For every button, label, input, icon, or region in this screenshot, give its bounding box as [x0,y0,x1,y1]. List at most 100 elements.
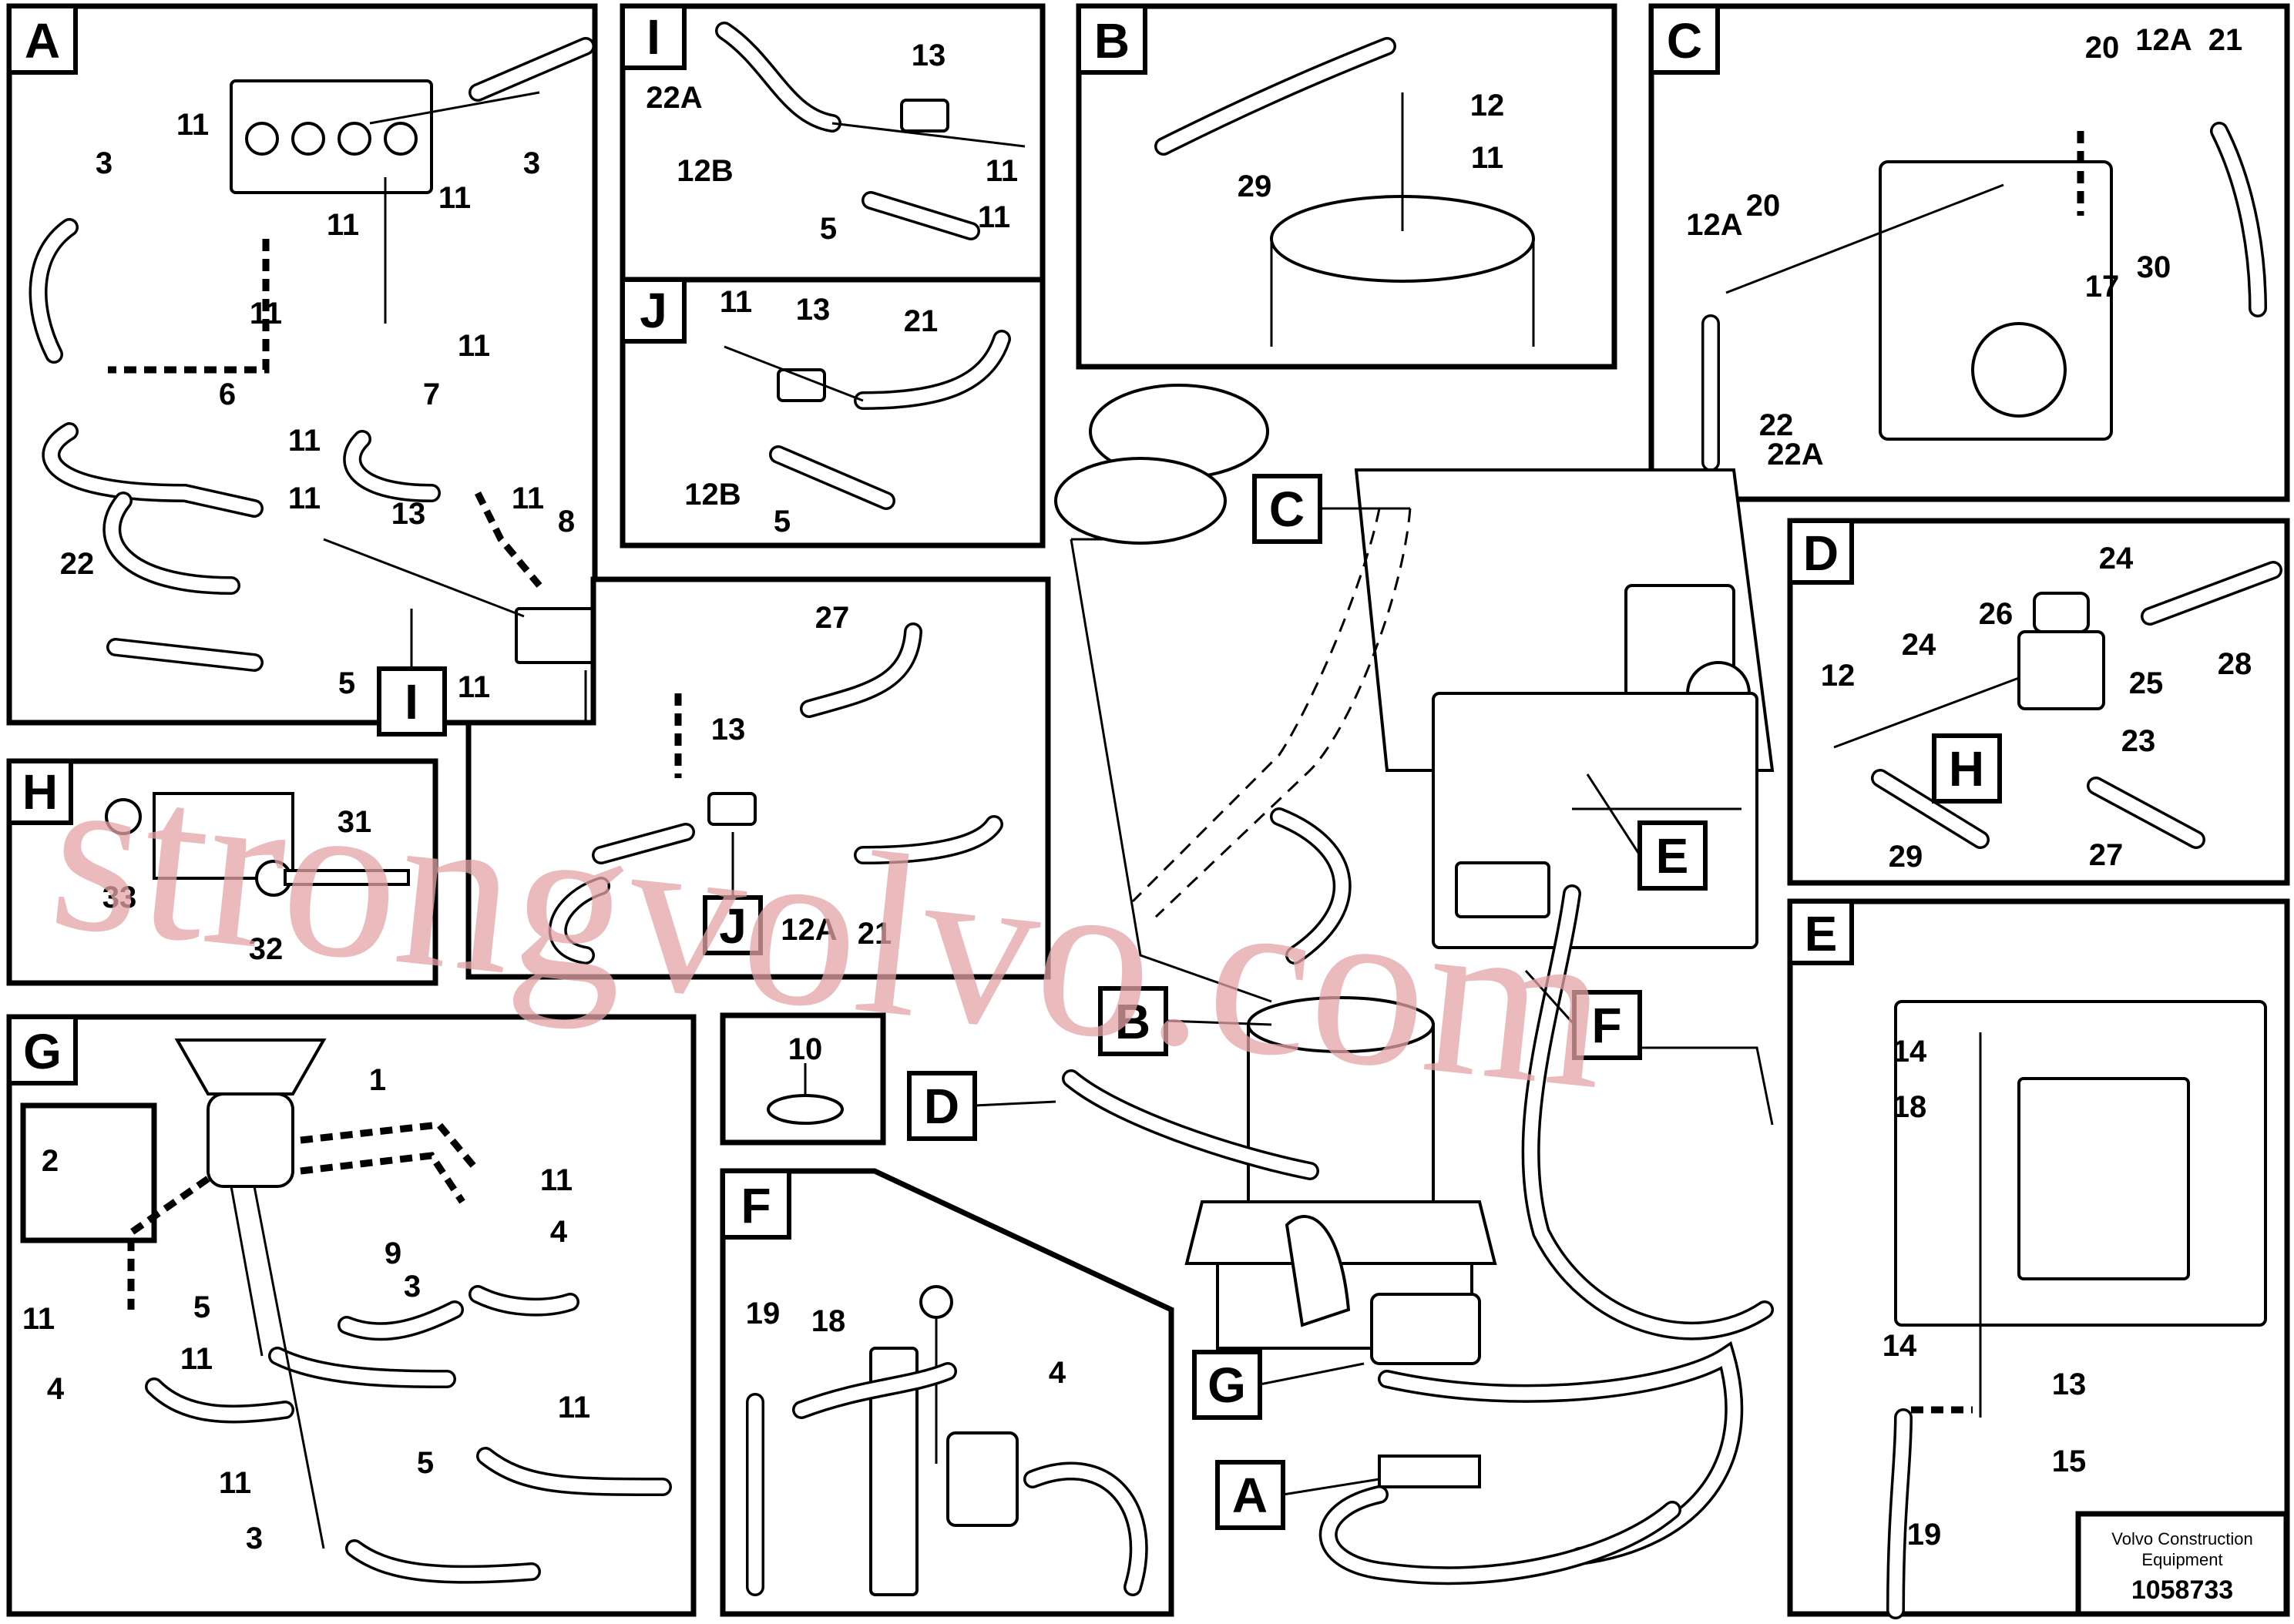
panel-i-label: I [647,9,660,65]
callout: 21 [858,917,892,951]
panel-h: H 31 33 32 [6,758,438,986]
callout: 27 [815,601,850,635]
callout: 12A [781,913,837,947]
panel-b: B 12 11 29 [1076,3,1617,370]
callout: 13 [391,497,426,531]
panel-f-label: F [741,1178,771,1233]
panel-e-label: E [1805,906,1838,961]
callout: 11 [720,285,752,319]
callout: 27 [2089,838,2124,872]
callout: 3 [523,146,540,180]
callout: 3 [96,146,113,180]
callout: 11 [1471,141,1503,175]
callout: 21 [904,304,939,338]
callout: 8 [558,505,575,539]
panel-c: C 20 12A 21 12A 20 17 30 22 22A [1648,3,2290,502]
callout: 11 [180,1342,213,1376]
tag-g: G [1192,1350,1365,1420]
callout: 11 [250,297,282,331]
svg-text:C: C [1269,481,1305,537]
callout: 11 [558,1391,590,1424]
callout: 12 [1470,89,1505,122]
callout: 6 [219,377,236,411]
callout: 11 [219,1466,251,1500]
footer-company-2: Equipment [2141,1550,2222,1569]
svg-text:A: A [1232,1468,1268,1523]
callout: 13 [711,713,746,747]
callout: 30 [2137,250,2171,284]
callout: 4 [47,1372,65,1406]
callout: 22A [646,81,702,115]
footer-company: Volvo Construction [2111,1529,2252,1549]
callout: 24 [2099,542,2134,575]
panel-a-label: A [25,13,60,69]
svg-text:J: J [719,898,747,954]
panel-g-label: G [23,1024,62,1079]
callout: 11 [176,108,209,142]
callout: 18 [1893,1090,1927,1124]
callout: 14 [1893,1035,1927,1069]
callout: 4 [550,1215,568,1249]
callout: 22 [60,547,95,581]
callout: 21 [2208,23,2243,57]
callout: 5 [193,1290,210,1324]
callout: 11 [458,329,490,363]
callout: 25 [2129,666,2164,700]
panel-f: F 19 18 4 [720,1168,1174,1617]
callout: 33 [102,881,137,914]
panel-h-label: H [22,764,58,820]
panel-j-label: J [640,283,667,338]
callout: 11 [327,208,359,242]
callout: 4 [1049,1356,1066,1390]
callout: 5 [417,1446,434,1480]
panel-a: A 3 11 11 11 3 11 11 6 7 11 13 [6,3,687,783]
panel-d-label: D [1803,525,1839,581]
callout: 24 [1902,628,1936,662]
document-number: 1058733 [2131,1575,2233,1605]
svg-text:G: G [1207,1357,1246,1413]
callout: 11 [458,670,490,704]
callout: 12A [2135,23,2192,57]
tag-a: A [1215,1460,1380,1530]
panel-c-label: C [1667,13,1702,69]
tag-j: J [703,832,763,955]
callout: 20 [2085,31,2120,65]
callout: 11 [540,1163,573,1197]
callout: 20 [1746,189,1781,223]
svg-text:I: I [405,674,418,730]
callout: 11 [978,200,1010,234]
callout: 13 [2052,1367,2087,1401]
callout: 22A [1767,438,1823,471]
overview-drawing: C E B F D G A [907,384,1775,1585]
callout: 19 [746,1297,781,1330]
callout: 15 [2052,1444,2087,1478]
callout: 5 [774,505,791,539]
callout: 29 [1889,840,1923,874]
tag-e: E [1586,773,1708,891]
callout: 9 [385,1236,401,1270]
panel-middle: 27 13 12A 21 [465,576,1051,980]
panel-b-label: B [1094,13,1130,69]
tag-i: I [377,609,447,737]
callout: 11 [986,154,1018,188]
callout: 2 [42,1144,59,1178]
callout: 23 [2121,724,2156,758]
callout: 1 [369,1063,386,1097]
callout: 22 [1759,408,1794,442]
svg-text:D: D [924,1079,959,1134]
callout: 11 [438,181,471,215]
footer: Volvo Construction Equipment 1058733 [2075,1511,2289,1617]
callout: 19 [1907,1518,1942,1552]
callout: 5 [820,212,837,246]
tag-d: D [907,1071,1056,1141]
panel-small: 10 [720,1012,886,1146]
callout: 13 [796,293,831,327]
svg-text:B: B [1115,994,1150,1049]
callout: 31 [338,805,372,839]
callout: 12A [1686,208,1742,242]
callout: 3 [246,1522,263,1555]
panel-g: G 1 2 11 9 4 11 3 5 11 4 11 5 11 3 [6,1014,697,1617]
callout: 18 [811,1304,846,1338]
tag-f: F [1524,969,1642,1060]
callout: 13 [912,39,946,72]
